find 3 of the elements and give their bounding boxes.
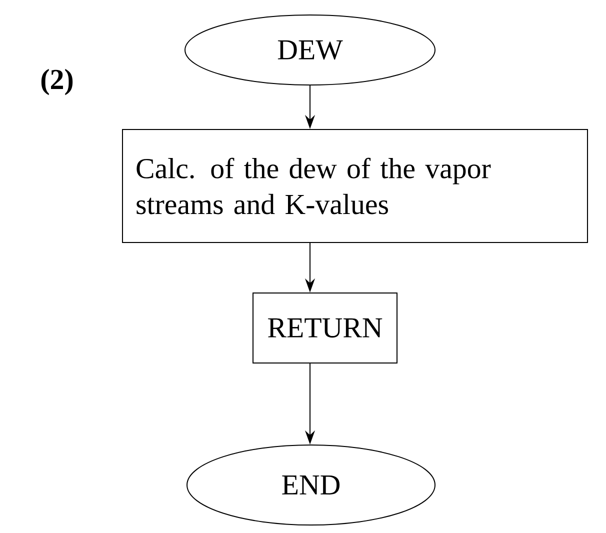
step-number: (2) — [41, 68, 73, 96]
process-box: RETURN — [252, 292, 398, 364]
process-box: Calc. of the dew of the vapor streams and K-values — [122, 129, 588, 243]
